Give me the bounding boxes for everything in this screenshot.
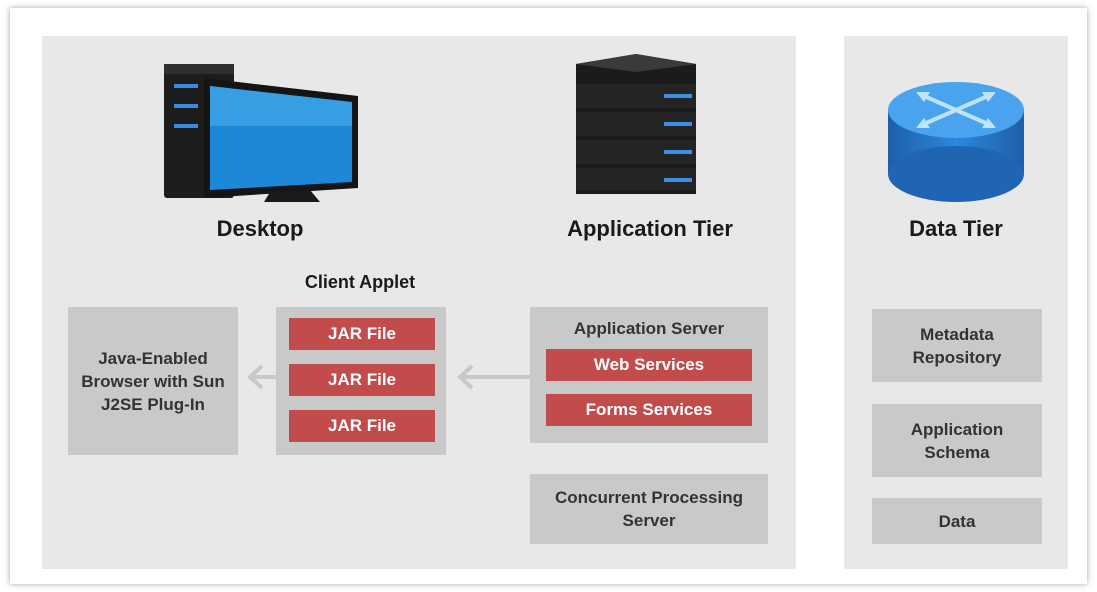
database-cylinder-icon <box>888 82 1024 202</box>
data-label: Data <box>938 511 976 531</box>
metadata-repository-box <box>872 309 1042 382</box>
application-schema-label: Application Schema <box>910 419 1004 462</box>
heading-desktop: Desktop <box>216 216 304 241</box>
arrow-to-client-applet <box>457 364 530 390</box>
metadata-repository-label: Metadata Repository <box>912 324 1002 367</box>
jar-file-1: JAR File <box>289 318 435 350</box>
browser-box-label: Java-Enabled Browser with Sun J2SE Plug-… <box>81 348 225 414</box>
browser-box <box>68 307 238 455</box>
heading-client-applet: Client Applet <box>304 272 416 292</box>
desktop-computer-icon <box>164 64 358 202</box>
heading-data-tier: Data Tier <box>909 216 1003 241</box>
heading-application-tier: Application Tier <box>567 216 733 241</box>
server-rack-icon <box>576 54 696 194</box>
forms-services-box: Forms Services <box>546 394 752 426</box>
web-services-box: Web Services <box>546 349 752 381</box>
application-server-title: Application Server <box>573 318 725 338</box>
jar-file-3: JAR File <box>289 410 435 442</box>
application-schema-box <box>872 404 1042 477</box>
concurrent-processing-server-box <box>530 474 768 544</box>
data-box <box>872 498 1042 544</box>
concurrent-processing-server-label: Concurrent Processing Server <box>555 488 743 530</box>
jar-file-2: JAR File <box>289 364 435 396</box>
arrow-to-browser <box>247 364 278 390</box>
